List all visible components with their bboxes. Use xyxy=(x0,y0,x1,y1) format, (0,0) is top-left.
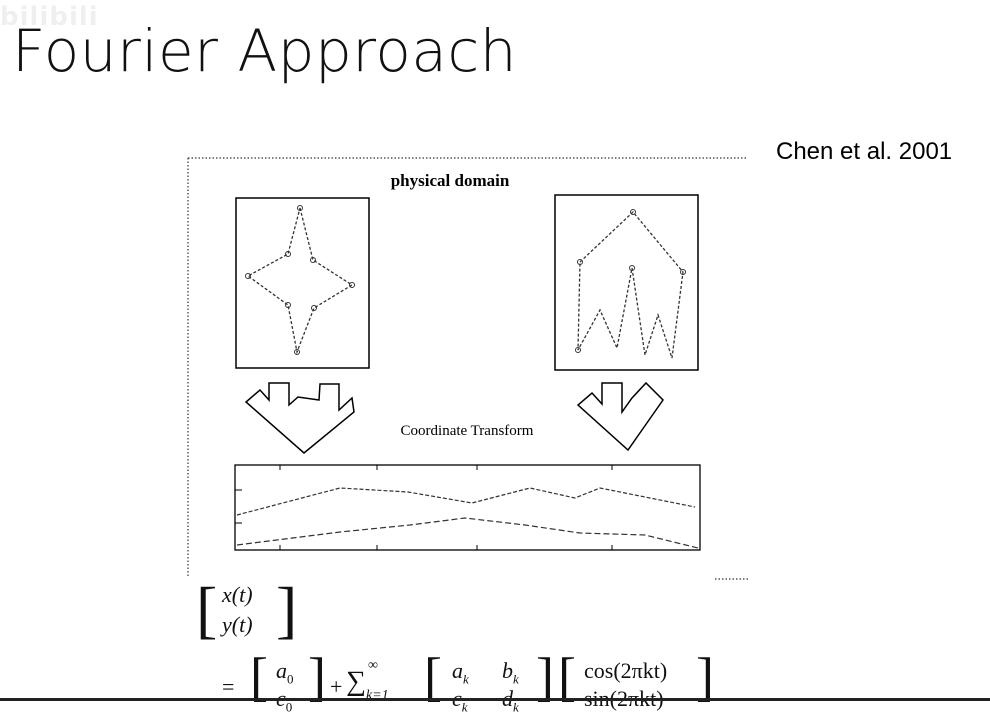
lhs-right-bracket: ] xyxy=(276,574,298,645)
coef-right-bracket: ] xyxy=(536,647,554,707)
cos-term: cos(2πkt) xyxy=(584,658,668,683)
figure-panel: physical domain Coordinate Transform xyxy=(180,150,755,580)
house-control-points xyxy=(575,209,686,353)
a0-left-bracket: [ xyxy=(250,647,268,707)
house-shape-box xyxy=(554,194,699,371)
a0-right-bracket: ] xyxy=(308,647,326,707)
lhs-x: x(t) xyxy=(222,582,253,607)
a0: a0 xyxy=(276,658,294,687)
physical-domain-label: physical domain xyxy=(391,171,510,190)
lhs-left-bracket: [ xyxy=(196,574,218,645)
watermark-logo: bilibili xyxy=(0,2,99,32)
right-down-arrow xyxy=(576,381,664,452)
waveform-box xyxy=(234,464,701,551)
plus-sign: + xyxy=(330,674,343,699)
coef-left-bracket: [ xyxy=(424,647,442,707)
sum-symbol: ∑ xyxy=(346,666,366,697)
figure-frame xyxy=(187,157,748,578)
lhs-y: y(t) xyxy=(222,612,253,637)
ak: ak xyxy=(452,658,469,687)
trig-left-bracket: [ xyxy=(558,647,576,707)
star-control-points xyxy=(245,205,355,355)
equals-sign: = xyxy=(222,674,235,699)
sum-upper: ∞ xyxy=(368,658,378,673)
coordinate-transform-label: Coordinate Transform xyxy=(401,423,534,439)
trig-right-bracket: ] xyxy=(696,647,714,707)
waveform-ticks xyxy=(235,465,613,550)
waveform-x xyxy=(236,487,696,516)
figure-diagram: physical domain Coordinate Transform xyxy=(187,157,748,580)
house-shape xyxy=(577,211,684,359)
star-shape xyxy=(246,207,354,355)
left-down-arrow xyxy=(244,382,355,454)
citation: Chen et al. 2001 xyxy=(776,138,953,165)
waveform-y xyxy=(236,517,699,549)
bottom-rule xyxy=(0,698,990,701)
bk: bk xyxy=(502,658,519,687)
star-shape-box xyxy=(235,197,370,369)
slide-title: Fourier Approach xyxy=(12,17,518,85)
